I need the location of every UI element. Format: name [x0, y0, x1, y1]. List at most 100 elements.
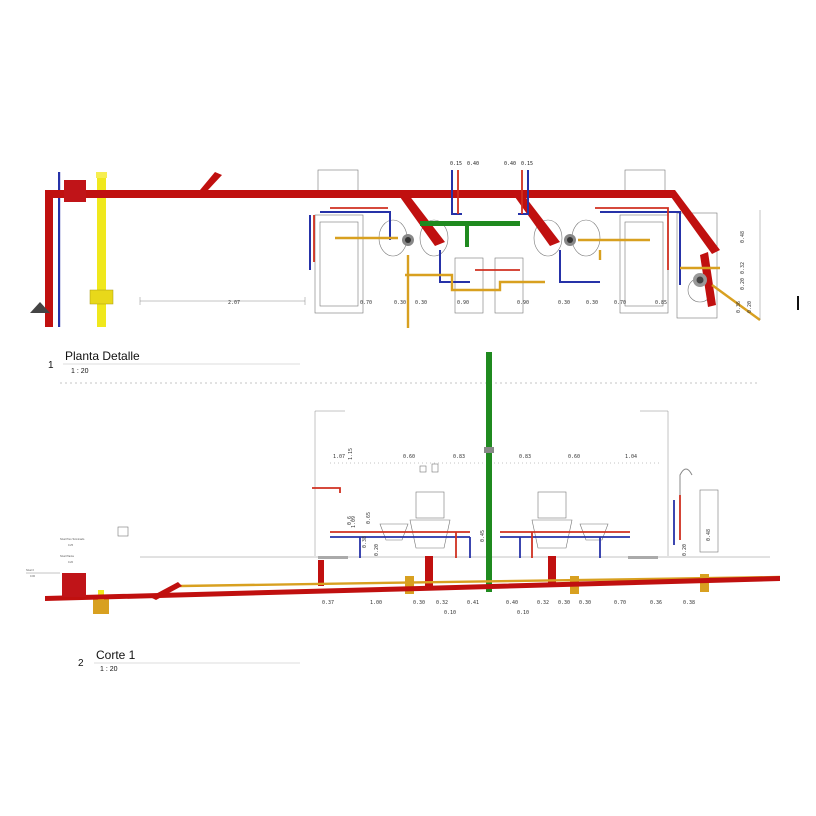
plan-dim-6: 0.90	[517, 300, 529, 306]
level-value-1: 0.25	[68, 543, 74, 547]
plan-cold-riser	[58, 172, 61, 327]
section-wc-tank-left	[415, 491, 445, 519]
section-vdim-2: 1.09	[351, 516, 357, 528]
view-scale-1: 1 : 20	[71, 368, 89, 375]
section-dim-lower-1: 0.10	[444, 610, 456, 616]
plan-valve-cluster-right	[564, 234, 576, 246]
view-title-1: Planta Detalle	[65, 349, 140, 363]
section-vdim-8: 0.20	[682, 544, 688, 556]
plan-top-dim-4: 0.15	[521, 161, 533, 167]
plan-vent-cap	[96, 172, 107, 178]
plan-vent-stack	[97, 172, 106, 327]
section-condensate-line	[179, 575, 781, 588]
plan-dim-5: 0.90	[457, 300, 469, 306]
section-dim-8: 0.30	[558, 600, 570, 606]
section-upper-dim-5: 0.60	[568, 454, 580, 460]
view-title-plan: 1 Planta Detalle 1 : 20	[48, 349, 300, 375]
plan-shower-left-inner	[319, 221, 359, 307]
plan-cabinet-left	[454, 257, 484, 314]
section-upper-dim-4: 0.83	[519, 454, 531, 460]
plan-cabinet-right	[494, 257, 524, 314]
plan-dim-3: 0.30	[394, 300, 406, 306]
section-dim-5: 0.41	[467, 600, 479, 606]
plan-valve-cluster-laundry	[693, 273, 707, 287]
plan-top-dim-3: 0.40	[504, 161, 516, 167]
plan-dim-10: 0.85	[655, 300, 667, 306]
plan-dim-8: 0.30	[586, 300, 598, 306]
section-drain-box	[62, 573, 86, 597]
section-vdim-9: 0.48	[706, 529, 712, 541]
plan-top-dim-1: 0.15	[450, 161, 462, 167]
view-number-1: 1	[48, 360, 54, 371]
section-fixtures	[117, 463, 719, 559]
plan-dim-9: 0.70	[614, 300, 626, 306]
section-vdim-5: 0.38	[362, 536, 368, 548]
plan-hot-water	[313, 170, 669, 271]
plan-valve-cluster-left	[402, 234, 414, 246]
plan-dim-4: 0.30	[415, 300, 427, 306]
section-vdim-6: 0.20	[374, 544, 380, 556]
section-dim-6: 0.40	[506, 600, 518, 606]
section-wc-bowl-right	[531, 519, 573, 549]
plan-right-dim-1: 0.48	[740, 231, 746, 243]
section-view: Nivel Piso Terminado 0.25 Nivel Planta 0…	[26, 352, 781, 616]
plan-dim-11: 0.36	[736, 301, 742, 313]
plan-green-drop	[465, 221, 469, 247]
section-upper-dim-2: 0.60	[403, 454, 415, 460]
view-number-2: 2	[78, 658, 84, 669]
section-washer	[699, 489, 719, 553]
section-vdim-3: 0.6	[347, 516, 353, 525]
section-upper-dim-3: 0.83	[453, 454, 465, 460]
view-title-section: 2 Corte 1 1 : 20	[78, 648, 300, 673]
section-dim-9: 0.30	[579, 600, 591, 606]
level-value-2: 0.20	[68, 560, 74, 564]
section-dim-2: 1.00	[370, 600, 382, 606]
section-vdim-7: 0.45	[480, 530, 486, 542]
view-title-2: Corte 1	[96, 648, 136, 662]
section-wc-bowl-left	[409, 519, 451, 549]
section-dim-12: 0.38	[683, 600, 695, 606]
level-value-3: 0.00	[30, 574, 36, 578]
section-water-distribution	[312, 487, 681, 558]
plan-dim-1: 2.07	[228, 300, 240, 306]
plan-shower-right-inner	[624, 221, 664, 307]
section-vdim-1: 1.15	[348, 448, 354, 460]
section-drain-main	[45, 576, 780, 601]
section-vdim-4: 0.65	[366, 512, 372, 524]
section-wc-tank-right	[537, 491, 567, 519]
plan-right-dim-3: 0.20	[740, 278, 746, 290]
view-scale-2: 1 : 20	[100, 666, 118, 673]
level-label-1: Nivel Piso Terminado	[60, 537, 85, 541]
plan-dim-12: 0.20	[747, 301, 753, 313]
section-dim-lower-2: 0.10	[517, 610, 529, 616]
plan-top-dim-2: 0.40	[467, 161, 479, 167]
section-dim-10: 0.70	[614, 600, 626, 606]
plan-top-box-left	[317, 169, 359, 193]
section-upper-dim-1: 1.07	[333, 454, 345, 460]
plan-top-box-right	[624, 169, 666, 193]
section-green-trunk	[486, 352, 492, 592]
plan-vent-box	[89, 289, 114, 305]
level-label-3: Nivel 0	[26, 568, 34, 572]
section-dim-11: 0.36	[650, 600, 662, 606]
section-dim-3: 0.30	[413, 600, 425, 606]
plan-condensate	[335, 236, 761, 328]
plan-dim-7: 0.30	[558, 300, 570, 306]
north-arrow-icon	[30, 302, 50, 313]
section-dim-4: 0.32	[436, 600, 448, 606]
section-small-box	[117, 526, 129, 537]
section-upper-dim-6: 1.04	[625, 454, 637, 460]
section-levels: Nivel Piso Terminado 0.25 Nivel Planta 0…	[26, 537, 85, 578]
section-dim-1: 0.37	[322, 600, 334, 606]
plan-wc-right	[571, 219, 601, 257]
plan-dim-2: 0.70	[360, 300, 372, 306]
level-label-2: Nivel Planta	[60, 554, 74, 558]
plan-view: 0.15 0.40 0.40 0.15 2.07 0.70 0.30 0.30 …	[30, 161, 799, 328]
section-dim-7: 0.32	[537, 600, 549, 606]
plan-section-mark	[797, 296, 799, 310]
plan-green-supply	[420, 221, 520, 226]
section-faucet-icon	[679, 468, 693, 495]
plan-right-dim-2: 0.32	[740, 262, 746, 274]
section-drain-risers	[318, 556, 556, 586]
